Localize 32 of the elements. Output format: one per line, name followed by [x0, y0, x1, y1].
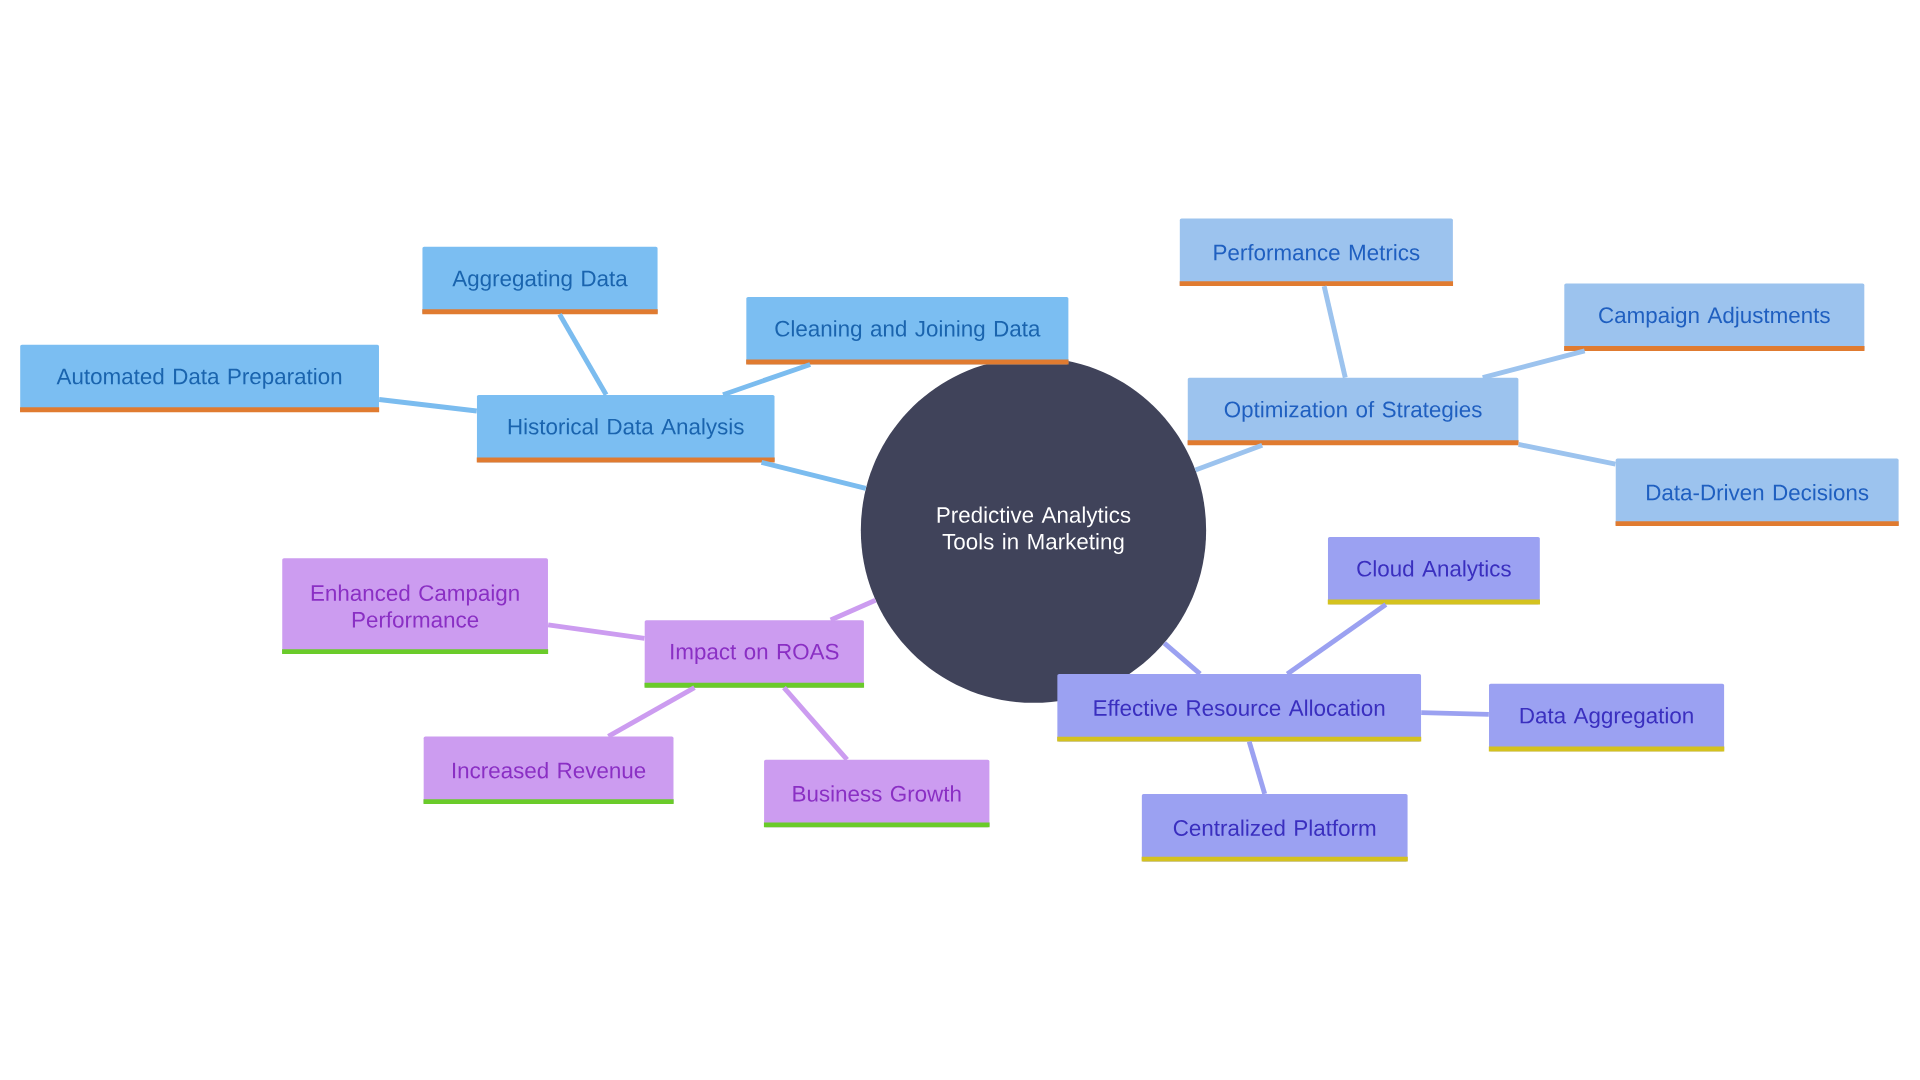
connector-line — [782, 686, 849, 762]
connector-line — [1162, 641, 1202, 676]
connector-line — [1482, 348, 1586, 380]
topic-box: Data-Driven Decisions — [1615, 458, 1899, 527]
topic-box: Cloud Analytics — [1327, 536, 1540, 605]
topic-box: Performance Metrics — [1179, 218, 1454, 287]
connector-line — [1321, 285, 1348, 379]
topic-box: Effective Resource Allocation — [1057, 674, 1422, 742]
topic-box: Enhanced Campaign Performance — [282, 558, 549, 655]
connector-line — [829, 597, 877, 623]
topic-box: Automated Data Preparation — [20, 344, 380, 413]
topic-box: Cleaning and Joining Data — [746, 296, 1069, 365]
connector-line — [1285, 602, 1388, 676]
connector-line — [1421, 710, 1489, 717]
topic-box: Impact on ROAS — [644, 620, 865, 688]
connector-line — [547, 622, 645, 641]
connector-line — [1518, 442, 1617, 467]
topic-box: Aggregating Data — [422, 246, 658, 315]
topic-box: Historical Data Analysis — [476, 394, 775, 463]
connector-line — [760, 460, 867, 491]
topic-box: Increased Revenue — [423, 736, 674, 805]
topic-box: Data Aggregation — [1488, 683, 1725, 752]
connector-line — [722, 362, 811, 398]
topic-box: Optimization of Strategies — [1187, 377, 1519, 446]
connector-line — [378, 397, 478, 414]
topic-box: Centralized Platform — [1141, 794, 1408, 862]
topic-box: Campaign Adjustments — [1564, 283, 1865, 351]
connector-line — [607, 685, 696, 739]
connector-line — [1246, 740, 1268, 795]
connector-line — [1194, 442, 1264, 473]
topic-box: Business Growth — [763, 759, 990, 828]
connector-line — [557, 313, 609, 396]
